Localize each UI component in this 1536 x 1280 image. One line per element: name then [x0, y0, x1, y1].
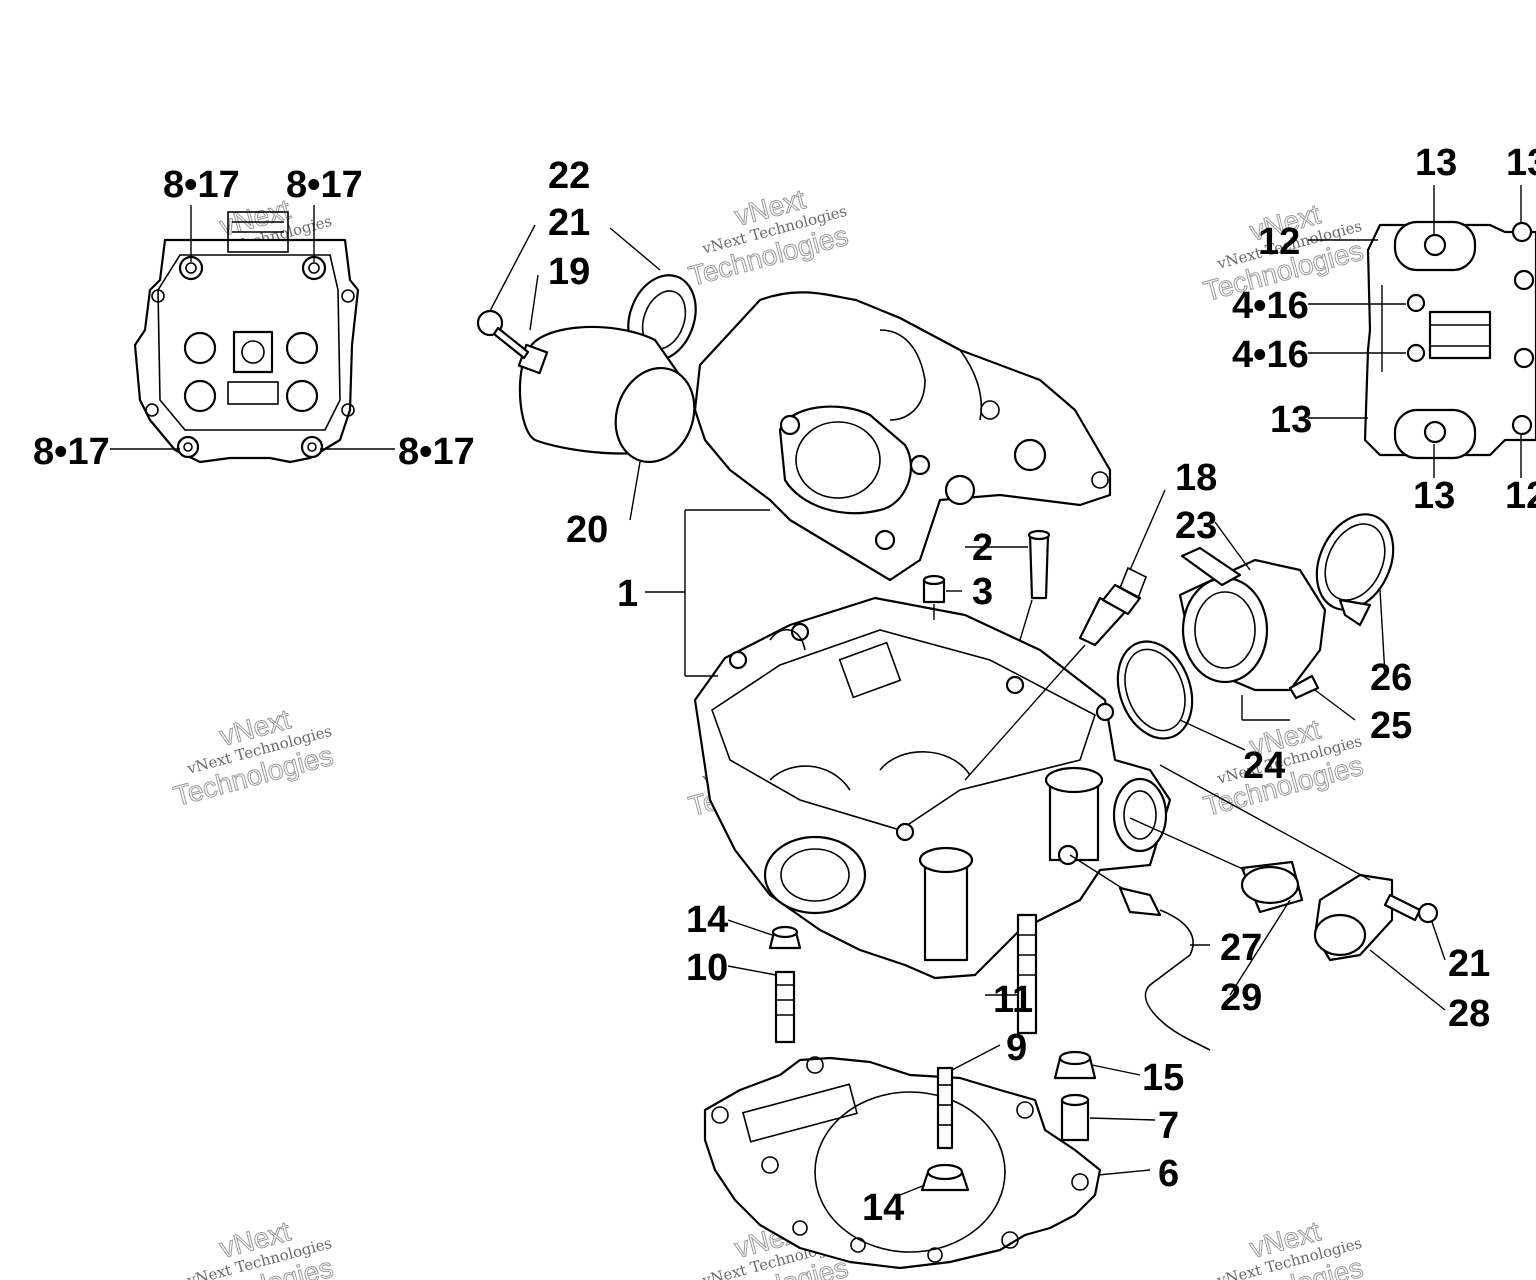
- callout-20: 20: [566, 509, 608, 551]
- callout-21: 21: [548, 202, 590, 244]
- callout-14: 14: [686, 899, 728, 941]
- callout-13: 13: [1270, 399, 1312, 441]
- callout-2: 2: [972, 527, 993, 569]
- inset-head-top-view: [110, 205, 395, 464]
- callouts: 22 21 19 20 1 2 3 18 23 26 25 24 14 10 1…: [548, 155, 1490, 1229]
- callout-8-17: 8•17: [33, 431, 110, 473]
- callout-9: 9: [1006, 1027, 1027, 1069]
- callout-23: 23: [1175, 505, 1217, 547]
- cylinder-head: [693, 596, 1172, 980]
- callout-26: 26: [1370, 657, 1412, 699]
- watermark: vNext vNext Technologies Technologies: [170, 703, 337, 812]
- callout-18: 18: [1175, 457, 1217, 499]
- callout-29: 29: [1220, 977, 1262, 1019]
- watermark: vNext vNext Technologies Technologies: [685, 183, 852, 292]
- callout-8-17: 8•17: [286, 164, 363, 206]
- inset-head-bottom-view: [1308, 185, 1536, 478]
- callout-12: 12: [1258, 221, 1300, 263]
- callout-12: 12: [1505, 475, 1536, 517]
- intake-adapter-parts: [476, 274, 697, 464]
- watermark: vNext vNext Technologies Technologies: [1200, 1215, 1367, 1280]
- callout-1-bracket: [645, 509, 770, 677]
- callout-13: 13: [1413, 475, 1455, 517]
- callout-27: 27: [1220, 927, 1262, 969]
- callout-22: 22: [548, 155, 590, 197]
- callout-10: 10: [686, 947, 728, 989]
- callout-14: 14: [862, 1187, 904, 1229]
- callout-25: 25: [1370, 705, 1412, 747]
- callout-3: 3: [972, 571, 993, 613]
- callout-7: 7: [1158, 1105, 1179, 1147]
- callout-24: 24: [1243, 745, 1285, 787]
- spark-plug: [964, 566, 1148, 781]
- callout-8-17: 8•17: [398, 431, 475, 473]
- callout-11: 11: [993, 979, 1033, 1021]
- outlet-elbow-parts: [1116, 513, 1395, 740]
- callout-6: 6: [1158, 1153, 1179, 1195]
- callout-28: 28: [1448, 993, 1490, 1035]
- callout-13: 13: [1506, 142, 1536, 184]
- callout-15: 15: [1142, 1057, 1184, 1099]
- callout-1: 1: [617, 573, 638, 615]
- callout-13: 13: [1415, 142, 1457, 184]
- watermark: vNext vNext Technologies Technologies: [170, 1215, 337, 1280]
- sensor-and-fitting-parts: [1069, 764, 1439, 1051]
- callout-4-16: 4•16: [1232, 285, 1309, 327]
- callout-21: 21: [1448, 943, 1490, 985]
- valve-guide-and-dowel: [922, 529, 1051, 641]
- callout-19: 19: [548, 251, 590, 293]
- studs-nuts-gasket: [489, 224, 1446, 1270]
- callout-8-17: 8•17: [163, 164, 240, 206]
- camshaft-housing: [693, 291, 1112, 582]
- callout-4-16: 4•16: [1232, 334, 1309, 376]
